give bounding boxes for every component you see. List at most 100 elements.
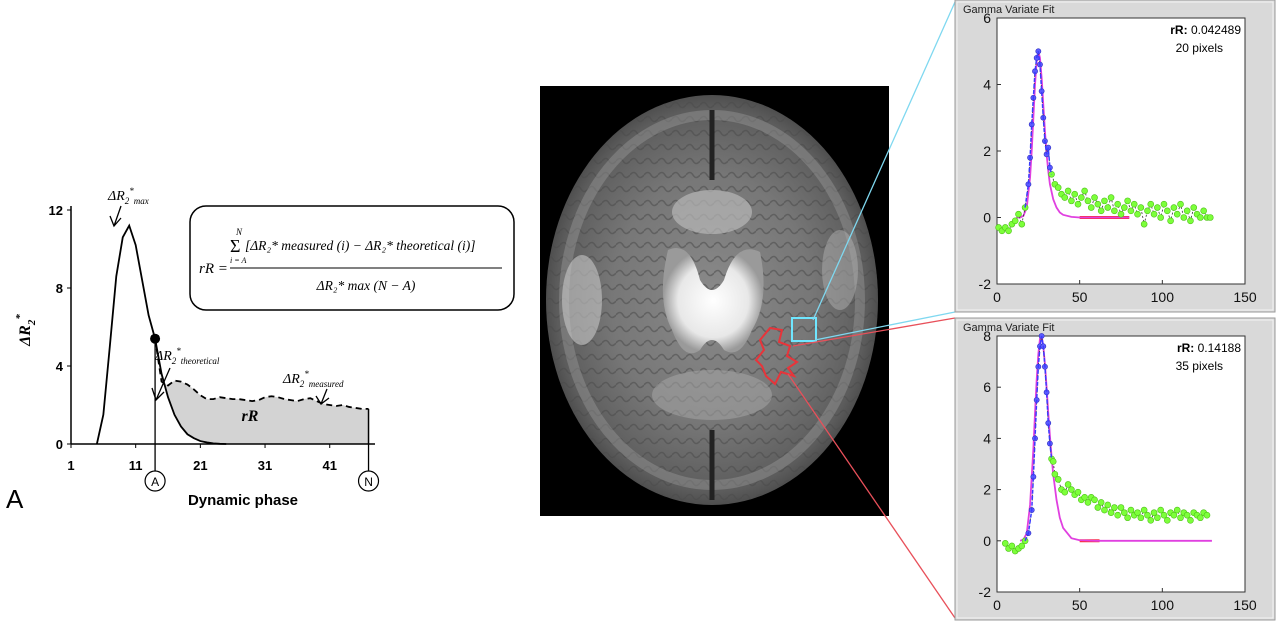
ytick-label: 4 [983,77,991,93]
xtick-label: 50 [1072,289,1088,305]
chart-a-ytick-label: 4 [56,359,64,374]
measured-point [1127,207,1135,215]
formula-lhs: rR = [199,261,228,277]
svg-text:ΔR2*theoretical: ΔR2*theoretical [154,346,220,366]
marker-n-label: N [364,475,373,489]
ytick-label: 6 [983,10,991,26]
measured-point [1157,506,1164,514]
measured-point [1091,194,1098,201]
measured-point [1049,458,1057,465]
measured-point [1064,481,1072,488]
measured-point [1011,217,1019,225]
chart-a-ytick-label: 8 [56,281,63,296]
measured-point [1104,501,1112,509]
connector-red-bottom [787,373,956,619]
measured-point [1114,200,1121,208]
measured-point [1187,217,1194,225]
measured-point [1127,506,1135,514]
xtick-label: 50 [1072,597,1088,613]
chart-a-xtick-label: 31 [258,458,272,473]
measured-point [1167,217,1174,225]
measured-point [1144,511,1151,519]
transition-point [150,333,161,344]
measured-point [1134,509,1141,516]
annotation-theoretical: ΔR2*theoretical [151,346,220,402]
measured-point [1187,517,1194,524]
measured-point [1101,197,1108,205]
measured-point [1054,184,1062,191]
window-title: Gamma Variate Fit [963,322,1055,334]
measured-point [1001,540,1009,547]
measured-point [1147,517,1155,524]
measured-point [1137,514,1145,522]
arrow-measured [315,388,330,405]
measured-point [1154,204,1161,211]
measured-point [1107,509,1115,516]
measured-point [1160,511,1168,519]
pixel-count: 20 pixels [1176,41,1223,55]
svg-text:ΔR2*max: ΔR2*max [107,186,149,206]
ventricles [662,248,764,354]
connector-cyan-top [812,1,956,321]
xtick-label: 150 [1233,597,1257,613]
measured-point [1183,511,1191,519]
measured-point [1117,504,1125,511]
measured-point [1084,197,1092,205]
window-bevel [956,319,1274,619]
measured-point [1180,214,1188,221]
measured-point [1163,517,1171,524]
measured-point [1091,496,1098,504]
measured-point [1054,476,1062,483]
annotation-max: ΔR2*max [107,186,149,228]
measured-point [1074,200,1082,208]
formula-sum-top: N [235,227,243,237]
chart-a-ytick-label: 12 [49,203,63,218]
measured-point [1018,542,1026,550]
measured-point [1160,200,1168,208]
measured-point [1078,194,1085,201]
measured-point [1107,194,1115,201]
window-bevel [956,1,1274,311]
measured-point [1114,511,1121,519]
rr-area-label: rR [242,408,259,425]
measured-point [1203,511,1211,519]
measured-point [1101,506,1108,514]
chart-a-ytick-label: 0 [56,437,63,452]
measured-point [1177,514,1184,522]
xtick-label: 100 [1151,597,1175,613]
measured-point [1137,204,1145,211]
marker-a-circle [144,470,166,492]
arrow-max [109,205,122,228]
measured-point [1071,190,1079,198]
chart-a-xtick-label: 1 [67,458,74,473]
ylabel-sub: 2 [26,319,38,326]
xtick-label: 0 [993,289,1001,305]
panel-b: B [540,0,1276,621]
measured-point [1094,504,1102,511]
measured-point [1111,207,1118,215]
svg-text:ΔR2*: ΔR2* [14,314,38,347]
measured-point [1177,200,1184,208]
measured-point [1117,210,1125,218]
ytick-label: 6 [983,379,991,395]
measured-point [1130,200,1138,208]
svg-text:ΔR2*measured: ΔR2*measured [282,369,344,389]
xtick-label: 100 [1151,289,1175,305]
measured-point [1190,204,1198,211]
measured-point [1018,220,1026,228]
formula-sum-bottom: i = A [230,256,246,265]
measured-point [1064,187,1072,195]
ytick-label: 0 [983,533,991,549]
formula-denominator: ΔR₂* max (N − A) [316,278,416,293]
measured-point [1005,227,1012,235]
measured-point [1134,210,1141,218]
ytick-label: 0 [983,210,991,226]
ylabel-sup: * [14,314,26,320]
formula-numerator: [ΔR₂* measured (i) − ΔR₂* theoretical (i… [245,238,476,253]
peak-segment [1024,51,1053,208]
measured-point [1144,207,1151,215]
marker-n-circle [357,470,380,492]
measured-point [1094,200,1102,208]
